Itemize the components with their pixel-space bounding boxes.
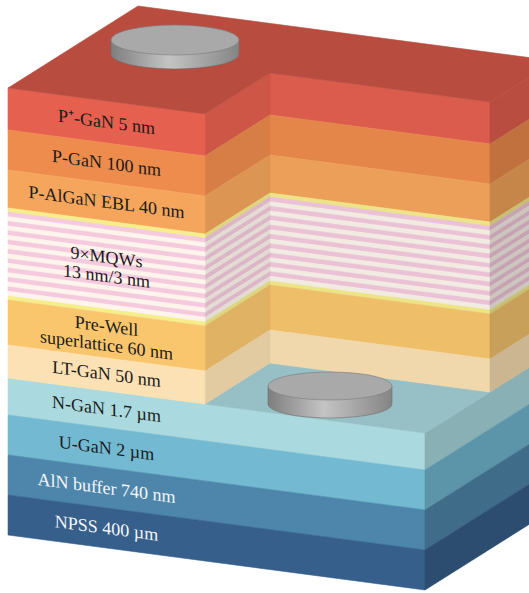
electrode-top	[111, 25, 239, 55]
electrode-pad	[268, 372, 392, 418]
layer-label: 9×MQWs 13 nm/3 nm	[62, 242, 152, 292]
layer-face	[8, 6, 529, 114]
layer-face	[490, 318, 529, 392]
layer-label: N-GaN 1.7 µm	[52, 393, 161, 426]
electrode-top	[268, 372, 392, 400]
layer-label: P⁺-GaN 5 nm	[58, 106, 155, 138]
layer-label: NPSS 400 µm	[55, 512, 158, 545]
electrode-pad	[111, 25, 239, 69]
layer-faces	[8, 6, 529, 590]
layer-label: P-GaN 100 nm	[52, 146, 161, 179]
layer-face	[425, 468, 529, 590]
layer-label: AlN buffer 740 nm	[37, 469, 175, 506]
layer-face	[205, 330, 270, 404]
layer-label: U-GaN 2 µm	[59, 432, 154, 463]
layer-face	[8, 495, 425, 590]
